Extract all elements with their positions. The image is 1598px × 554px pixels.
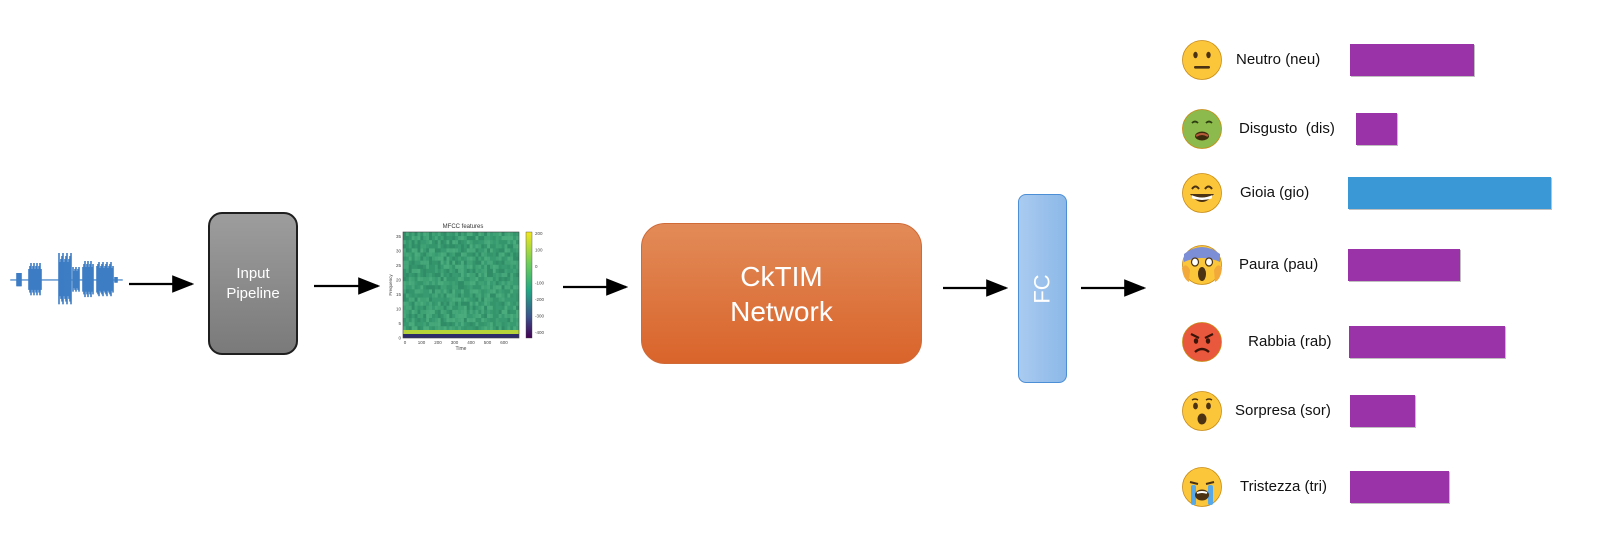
emotion-label: Disgusto (dis) bbox=[1239, 120, 1335, 137]
colorbar-tick: -200 bbox=[535, 297, 545, 302]
emotion-bar bbox=[1350, 471, 1449, 503]
spectrogram-x-tick: 200 bbox=[434, 340, 442, 345]
spectrogram-y-tick: 20 bbox=[396, 277, 402, 282]
spectrogram-y-tick: 35 bbox=[396, 234, 402, 239]
spectrogram-y-tick: 0 bbox=[398, 336, 401, 341]
spectrogram-x-tick: 400 bbox=[467, 340, 475, 345]
emotion-bar bbox=[1349, 326, 1505, 358]
audio-waveform bbox=[10, 253, 123, 305]
emotion-label: Rabbia (rab) bbox=[1244, 333, 1332, 350]
emotion-label: Neutro (neu) bbox=[1236, 51, 1321, 68]
screaming-face-icon bbox=[1182, 245, 1222, 285]
input-pipeline-box: Input Pipeline bbox=[208, 212, 298, 355]
spectrogram-y-tick: 15 bbox=[396, 292, 402, 297]
emotion-label: Sorpresa (sor) bbox=[1235, 402, 1331, 419]
neutral-face-icon bbox=[1182, 40, 1222, 80]
spectrogram-xlabel: Time bbox=[456, 346, 467, 352]
emotion-bar bbox=[1350, 44, 1474, 76]
emotion-bar bbox=[1356, 113, 1397, 145]
emotion-bar bbox=[1348, 177, 1551, 209]
colorbar-tick: 100 bbox=[535, 248, 543, 253]
spectrogram-x-tick: 0 bbox=[404, 340, 407, 345]
spectrogram-x-tick: 500 bbox=[484, 340, 492, 345]
spectrogram-x-tick: 100 bbox=[418, 340, 426, 345]
fc-layer-box: FC bbox=[1018, 194, 1067, 383]
colorbar-tick: -400 bbox=[535, 330, 545, 335]
spectrogram-x-tick: 600 bbox=[500, 340, 508, 345]
colorbar-tick: 0 bbox=[535, 264, 538, 269]
cktim-network-label: CkTIM Network bbox=[730, 260, 833, 327]
surprised-face-icon bbox=[1182, 391, 1222, 431]
nauseated-face-icon bbox=[1182, 109, 1222, 149]
input-pipeline-label: Input Pipeline bbox=[226, 264, 280, 302]
emotion-label: Gioia (gio) bbox=[1240, 184, 1310, 201]
spectrogram-y-tick: 10 bbox=[396, 306, 402, 311]
spectrogram-y-tick: 25 bbox=[396, 263, 402, 268]
spectrogram-ylabel: Frequency bbox=[388, 274, 393, 296]
colorbar-tick: -100 bbox=[535, 281, 545, 286]
mfcc-spectrogram: MFCC features 0 5 10 15 20 25 30 35 0 100 200 300 4… bbox=[388, 224, 545, 352]
emotion-bar bbox=[1350, 395, 1415, 427]
emotion-bar bbox=[1348, 249, 1460, 281]
colorbar-tick: -300 bbox=[535, 314, 545, 319]
spectrogram-y-tick: 5 bbox=[398, 321, 401, 326]
angry-face-icon bbox=[1182, 322, 1222, 362]
crying-face-icon bbox=[1182, 467, 1222, 507]
emotion-label: Paura (pau) bbox=[1239, 256, 1319, 273]
spectrogram-title: MFCC features bbox=[443, 224, 484, 230]
grinning-face-icon bbox=[1182, 173, 1222, 213]
colorbar-tick: 200 bbox=[535, 231, 543, 236]
spectrogram-y-tick: 30 bbox=[396, 248, 402, 253]
emotion-label: Tristezza (tri) bbox=[1240, 478, 1327, 495]
spectrogram-x-tick: 300 bbox=[451, 340, 459, 345]
cktim-network-box: CkTIM Network bbox=[641, 223, 922, 364]
